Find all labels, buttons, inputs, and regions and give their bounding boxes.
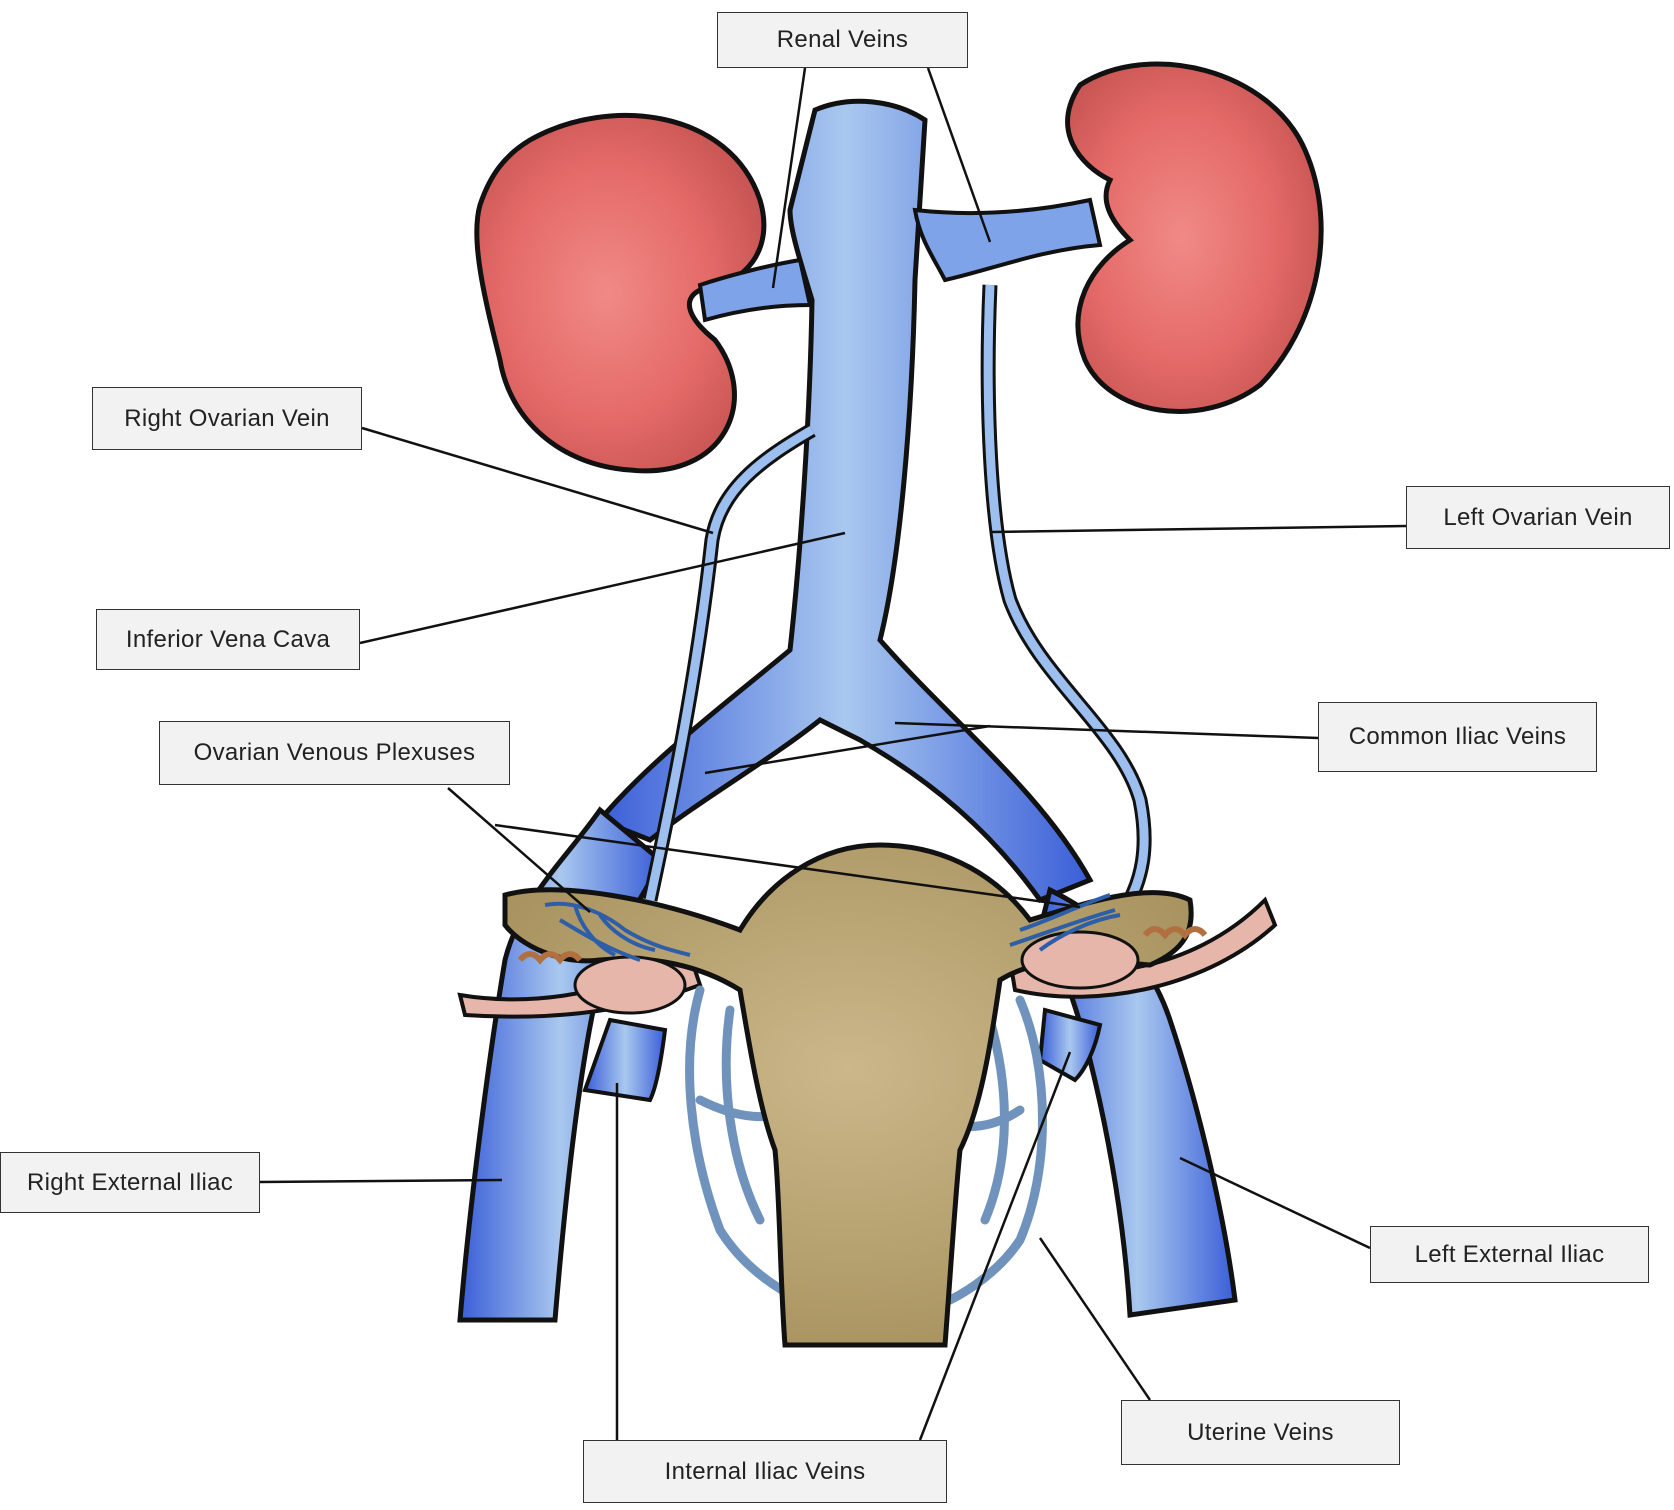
label-renal-veins: Renal Veins xyxy=(717,12,968,68)
label-uterine-veins: Uterine Veins xyxy=(1121,1400,1400,1465)
left-ovarian-plexus xyxy=(1009,893,1121,952)
right-ovarian-plexus xyxy=(544,901,691,962)
label-left-ovarian-vein: Left Ovarian Vein xyxy=(1406,486,1670,549)
label-right-external-iliac: Right External Iliac xyxy=(0,1152,260,1213)
label-right-ovarian-vein: Right Ovarian Vein xyxy=(92,387,362,450)
right-fimbriae xyxy=(517,951,583,965)
left-fimbriae xyxy=(1142,926,1208,940)
leader-lines xyxy=(259,67,1407,1441)
right-kidney xyxy=(474,113,767,474)
uterus xyxy=(502,842,1194,1348)
label-common-iliac-veins: Common Iliac Veins xyxy=(1318,702,1597,772)
left-kidney xyxy=(1065,61,1324,414)
left-internal-iliac-shape xyxy=(1037,1007,1103,1083)
label-inferior-vena-cava: Inferior Vena Cava xyxy=(96,609,360,670)
vena-cava-shape xyxy=(595,98,1094,904)
label-internal-iliac-veins: Internal Iliac Veins xyxy=(583,1440,947,1503)
right-renal-vein-shape xyxy=(697,257,813,323)
left-ovary xyxy=(1020,930,1140,990)
right-ovary xyxy=(573,955,687,1015)
left-renal-vein-shape xyxy=(912,197,1103,283)
right-internal-iliac-shape xyxy=(582,1017,668,1103)
label-ovarian-venous-plexuses: Ovarian Venous Plexuses xyxy=(159,721,510,785)
label-left-external-iliac: Left External Iliac xyxy=(1370,1226,1649,1283)
